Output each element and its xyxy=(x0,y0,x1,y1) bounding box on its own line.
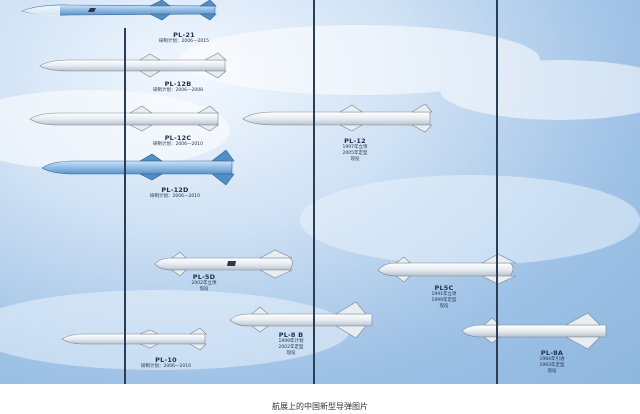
missile-name: PL5C xyxy=(434,284,454,292)
missile-name: PL-10 xyxy=(155,356,177,364)
missile-name: PL-12C xyxy=(164,134,192,142)
missile-info: 2005年定型 xyxy=(342,151,368,156)
label-pl5c: PL5C 1991年立项 1999年定型 现役 xyxy=(432,284,457,310)
missile-info: 现役 xyxy=(199,287,209,292)
missile-info: 现役 xyxy=(547,369,557,374)
missile-info: 1993年定型 xyxy=(539,363,565,368)
timeline-divider-2 xyxy=(313,0,315,384)
missile-pl8b-icon xyxy=(229,301,373,339)
label-pl12d: PL-12D 研制计划：2006—2010 xyxy=(150,186,200,200)
missile-pl12-icon xyxy=(242,103,433,133)
missile-name: PL-8A xyxy=(540,349,564,357)
label-pl8a: PL-8A 1984年引进 1993年定型 现役 xyxy=(540,349,565,375)
missile-name: PL-12 xyxy=(344,137,366,145)
label-pl21: PL-21 研制计划：2006—2015 xyxy=(159,31,209,45)
missile-info: 1999年定型 xyxy=(431,298,457,303)
label-pl10: PL-10 研制计划：2006—2010 xyxy=(141,356,191,370)
missile-info: 研制计划：2006—2008 xyxy=(153,88,203,93)
image-caption: 航展上的中国新型导弹图片 xyxy=(272,402,368,411)
missile-info: 1984年引进 xyxy=(539,357,565,362)
missile-info: 现役 xyxy=(439,304,449,309)
label-pl5d: PL-5D 2002年立项 现役 xyxy=(192,273,217,293)
missile-pl5d-icon xyxy=(154,249,293,279)
missile-info: 现役 xyxy=(350,157,360,162)
missile-name: PL-12D xyxy=(161,186,189,194)
missile-info: 1997年立项 xyxy=(342,145,368,150)
label-pl12c: PL-12C 研制计划：2006—2010 xyxy=(153,134,203,148)
missile-pl8a-icon xyxy=(461,312,607,350)
missile-name: PL-5D xyxy=(192,273,216,281)
missile-name: PL-21 xyxy=(173,31,195,39)
label-pl8b: PL-8 B 1999年计划 2002年定型 现役 xyxy=(279,331,304,357)
label-pl12b: PL-12B 研制计划：2006—2008 xyxy=(153,80,203,94)
missile-info: 1999年计划 xyxy=(278,339,304,344)
missile-info: 研制计划：2006—2010 xyxy=(153,142,203,147)
label-pl12: PL-12 1997年立项 2005年定型 现役 xyxy=(343,137,368,163)
missile-poster: PL-21 研制计划：2006—2015 PL-12B 研制计划：2006—20… xyxy=(0,0,640,384)
missile-info: 2002年立项 xyxy=(191,281,217,286)
timeline-divider-1 xyxy=(124,28,126,384)
missile-info: 2002年定型 xyxy=(278,345,304,350)
missile-info: 研制计划：2006—2010 xyxy=(150,194,200,199)
missile-pl21-icon xyxy=(21,0,217,21)
missile-name: PL-12B xyxy=(164,80,192,88)
missile-info: 现役 xyxy=(286,351,296,356)
missile-pl5c-icon xyxy=(377,253,517,285)
timeline-divider-3 xyxy=(496,0,498,384)
cloud-layer xyxy=(0,25,640,370)
missile-pl10-icon xyxy=(61,327,207,351)
missile-name: PL-8 B xyxy=(278,331,304,339)
missile-pl12b-icon xyxy=(39,52,227,79)
missile-info: 1991年立项 xyxy=(431,292,457,297)
missile-info: 研制计划：2006—2010 xyxy=(141,364,191,369)
caption-area xyxy=(0,384,640,414)
missile-pl12d-icon xyxy=(41,149,235,186)
missile-info: 研制计划：2006—2015 xyxy=(159,39,209,44)
missile-pl12c-icon xyxy=(29,105,219,132)
poster-graphics xyxy=(0,0,640,370)
